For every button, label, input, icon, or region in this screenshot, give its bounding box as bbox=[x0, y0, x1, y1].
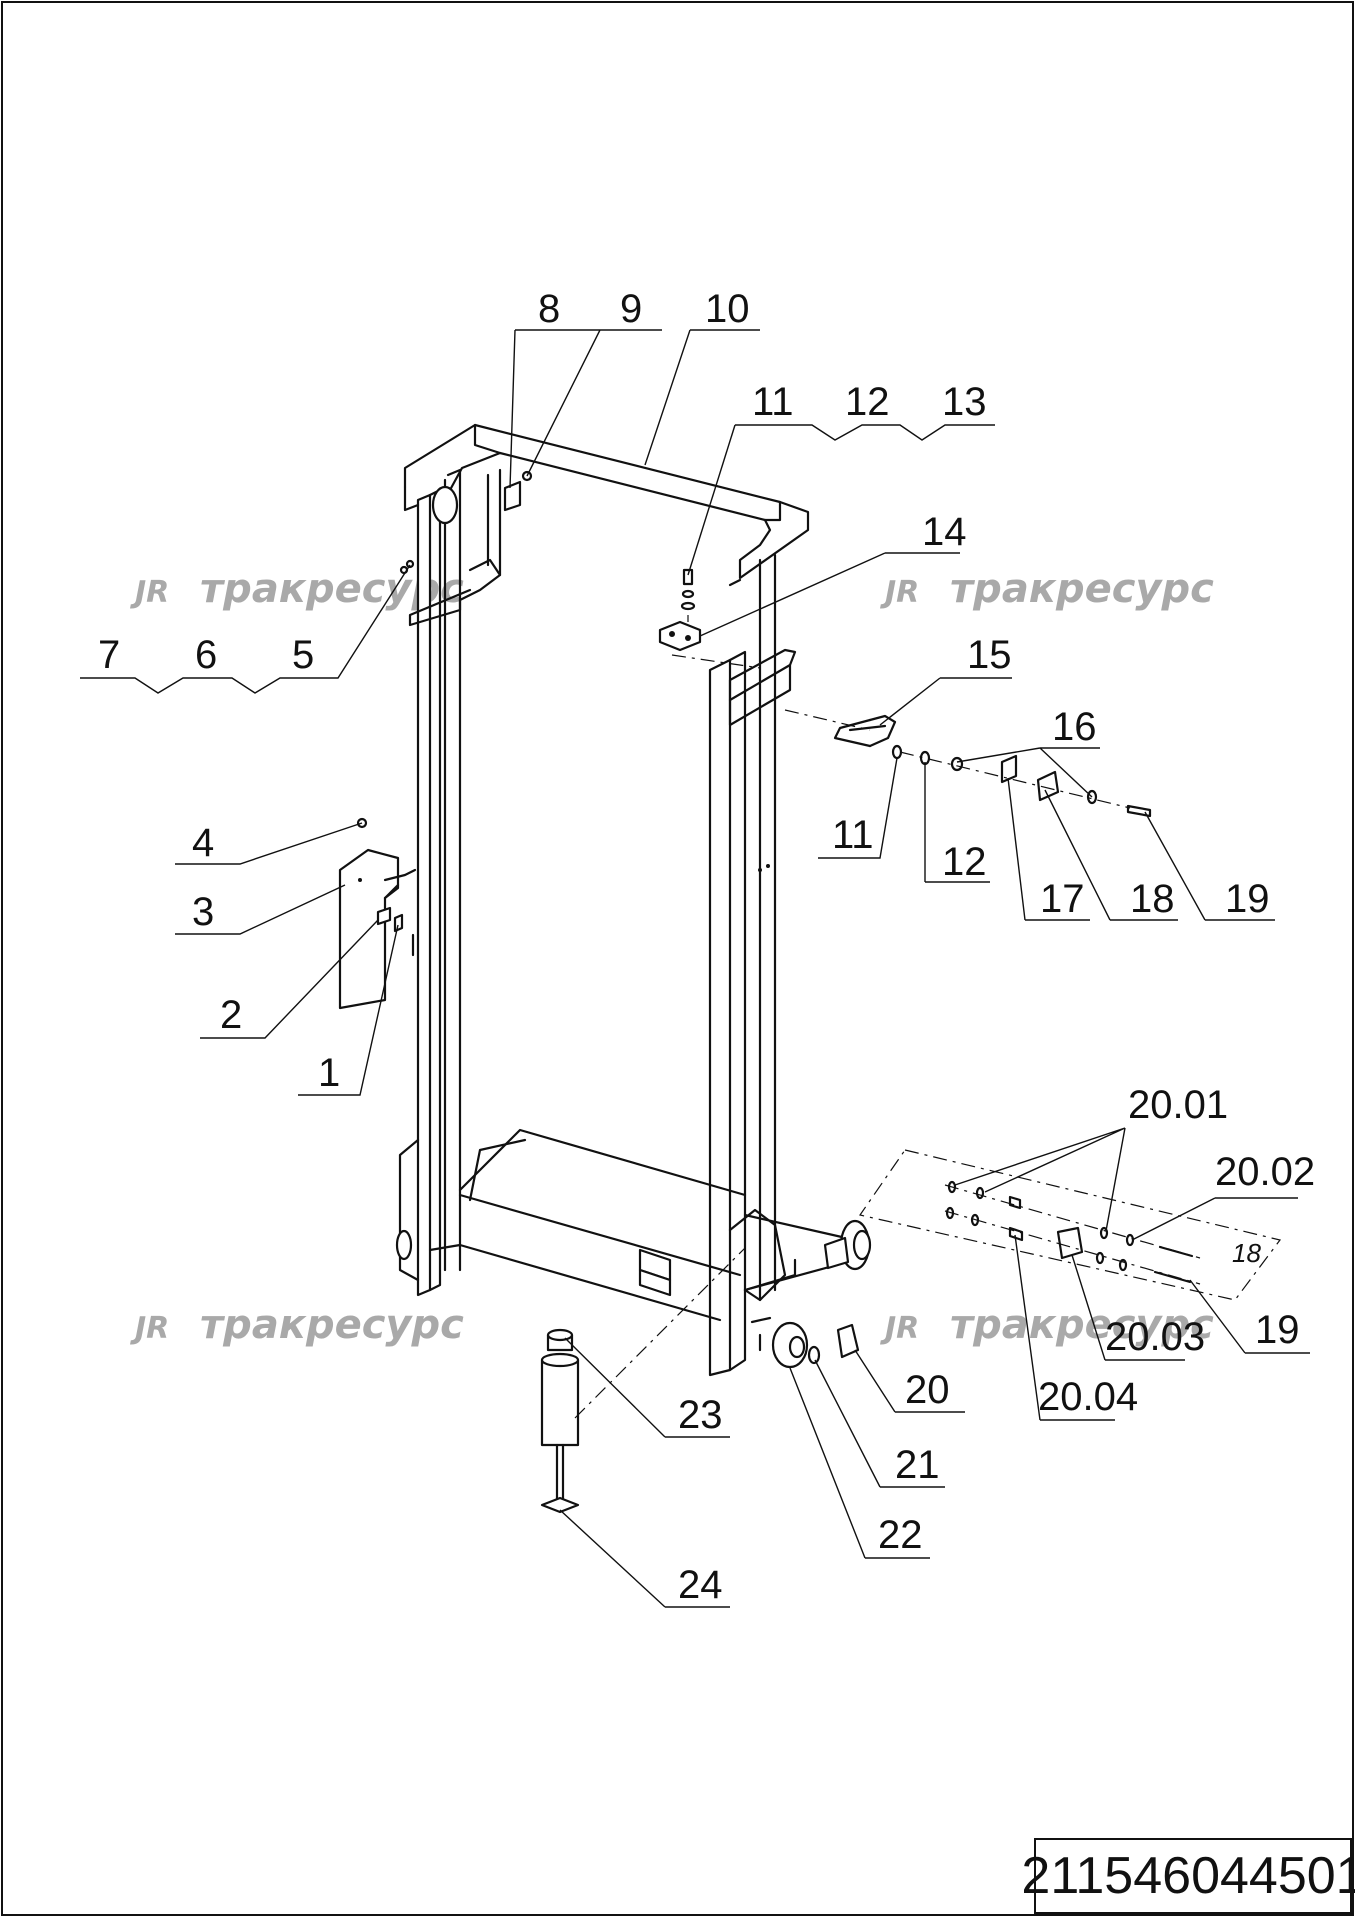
callout-22: 22 bbox=[878, 1513, 923, 1557]
callout-3: 3 bbox=[192, 890, 214, 934]
mast-frame bbox=[395, 423, 872, 1377]
callout-12-mid: 12 bbox=[942, 840, 987, 884]
watermark-bottom-left: JR тракресурс bbox=[130, 1302, 464, 1348]
document-code: 211546044501 bbox=[1021, 1847, 1355, 1905]
callout-23: 23 bbox=[678, 1393, 723, 1437]
callout-11-mid: 11 bbox=[832, 813, 874, 857]
callout-11-top: 11 bbox=[752, 380, 794, 424]
callout-12-top: 12 bbox=[845, 380, 890, 424]
inset-parts-view bbox=[859, 1149, 1282, 1301]
parts-top-left-hardware bbox=[399, 470, 533, 575]
callout-1: 1 bbox=[318, 1051, 340, 1095]
callout-9: 9 bbox=[620, 287, 642, 331]
callout-14: 14 bbox=[922, 510, 967, 554]
callout-inset-18: 18 bbox=[1232, 1238, 1261, 1268]
watermark-bottom-right: JR тракресурс bbox=[880, 1302, 1214, 1348]
callout-2: 2 bbox=[220, 993, 242, 1037]
callout-4: 4 bbox=[192, 821, 214, 865]
callout-20-03: 20.03 bbox=[1105, 1315, 1205, 1359]
callout-20-02: 20.02 bbox=[1215, 1150, 1315, 1194]
callout-8: 8 bbox=[538, 287, 560, 331]
svg-text:JR: JR bbox=[880, 1311, 919, 1346]
callout-13: 13 bbox=[942, 380, 987, 424]
parts-plate-assembly bbox=[338, 817, 417, 1010]
svg-text:тракресурс: тракресурс bbox=[200, 1302, 464, 1348]
callout-10: 10 bbox=[705, 287, 750, 331]
callout-24: 24 bbox=[678, 1563, 723, 1607]
leader-lines bbox=[80, 329, 1310, 1608]
callout-15: 15 bbox=[967, 633, 1012, 677]
callout-20-04: 20.04 bbox=[1038, 1375, 1138, 1419]
callout-17: 17 bbox=[1040, 877, 1085, 921]
parts-chain-assembly bbox=[784, 709, 1152, 818]
callout-labels: 8 9 10 11 12 13 14 7 6 5 15 16 11 12 17 … bbox=[98, 287, 1315, 1607]
callout-6: 6 bbox=[195, 633, 217, 677]
svg-text:JR: JR bbox=[130, 575, 169, 610]
callout-20-01: 20.01 bbox=[1128, 1083, 1228, 1127]
svg-text:JR: JR bbox=[130, 1311, 169, 1346]
callout-7: 7 bbox=[98, 633, 120, 677]
callout-20: 20 bbox=[905, 1368, 950, 1412]
callout-19-bottom: 19 bbox=[1255, 1308, 1300, 1352]
svg-text:JR: JR bbox=[880, 575, 919, 610]
callout-18: 18 bbox=[1130, 877, 1175, 921]
callout-16: 16 bbox=[1052, 705, 1097, 749]
parts-cylinder-assembly bbox=[540, 1328, 580, 1514]
callout-21: 21 bbox=[895, 1443, 940, 1487]
parts-bracket-14 bbox=[658, 568, 761, 669]
watermark-top-left: JR тракресурс bbox=[130, 566, 464, 612]
document-code-box: 211546044501 bbox=[1021, 1838, 1355, 1914]
callout-5: 5 bbox=[292, 633, 314, 677]
svg-text:тракресурс: тракресурс bbox=[950, 566, 1214, 612]
watermark-top-right: JR тракресурс bbox=[880, 566, 1214, 612]
parts-wheel-assembly bbox=[750, 1316, 860, 1369]
callout-19-top: 19 bbox=[1225, 877, 1270, 921]
svg-text:тракресурс: тракресурс bbox=[950, 1302, 1214, 1348]
